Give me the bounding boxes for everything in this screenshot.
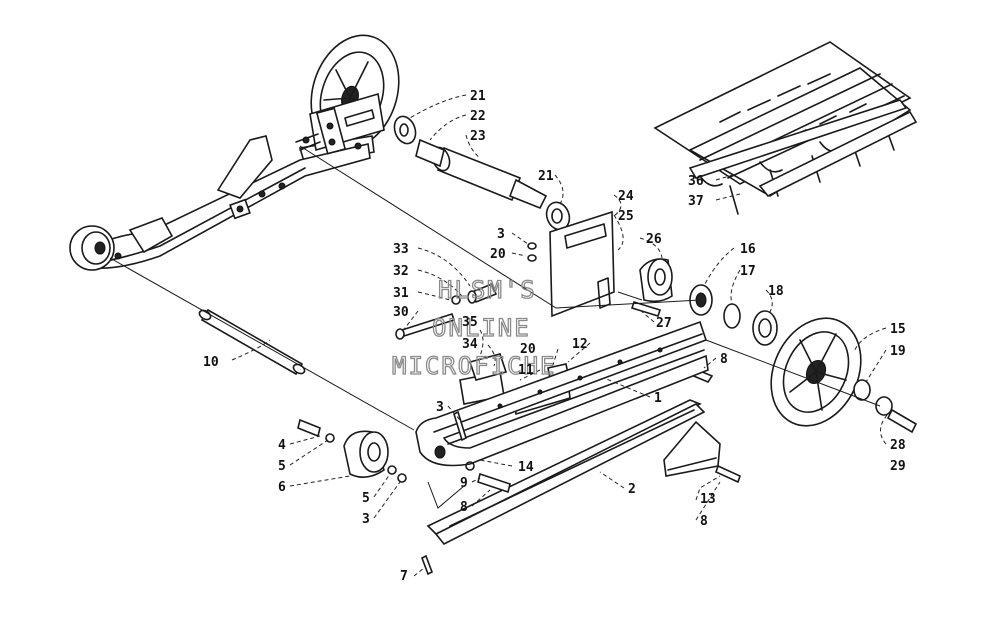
- callout-label: 19: [890, 344, 906, 359]
- callout-label: 22: [470, 109, 486, 124]
- callout-label: 27: [656, 316, 672, 331]
- callout-label: 3: [362, 512, 370, 527]
- callout-label: 15: [890, 322, 906, 337]
- callout-leaders: [231, 94, 889, 577]
- callout-label: 25: [618, 209, 634, 224]
- callout-label: 30: [393, 305, 409, 320]
- wear-strip: [426, 399, 706, 546]
- callout-label: 31: [393, 286, 409, 301]
- callout-label: 33: [393, 242, 409, 257]
- callout-label: 26: [646, 232, 662, 247]
- watermark: HLSM'S ONLINE MICROFICHE: [391, 275, 557, 380]
- callout-label: 29: [890, 459, 906, 474]
- callout-label: 24: [618, 189, 634, 204]
- callout-label: 8: [460, 500, 468, 515]
- callout-label: 5: [362, 491, 370, 506]
- callout-label: 21: [470, 89, 486, 104]
- cross-shaft: [198, 308, 306, 376]
- rail-mount-bracket: [549, 210, 673, 318]
- callout-label: 5: [278, 459, 286, 474]
- callout-label: 35: [462, 315, 478, 330]
- callout-label: 34: [462, 337, 478, 352]
- slide-rail-lower: [415, 320, 709, 467]
- idler-axle-parts: [393, 115, 571, 231]
- callout-label: 3: [497, 227, 505, 242]
- callout-label: 10: [203, 355, 219, 370]
- rear-bracket: [663, 420, 741, 484]
- callout-label: 11: [518, 363, 534, 378]
- callout-label: 18: [768, 284, 784, 299]
- callout-label: 7: [400, 569, 408, 584]
- callout-label: 21: [538, 169, 554, 184]
- callout-label: 36: [688, 174, 704, 189]
- front-idler-wheel-upper: [69, 225, 122, 271]
- callout-label: 8: [700, 514, 708, 529]
- callout-label: 1: [654, 391, 662, 406]
- callout-label: 16: [740, 242, 756, 257]
- callout-label: 12: [572, 337, 588, 352]
- bearing-spacer-set: [689, 284, 778, 346]
- front-idler-wheel-lower: [297, 418, 407, 483]
- callout-label: 32: [393, 264, 409, 279]
- callout-label: 9: [460, 476, 468, 491]
- callout-label: 13: [700, 492, 716, 507]
- callout-label: 20: [520, 342, 536, 357]
- callout-label: 28: [890, 438, 906, 453]
- assembly-lines: [109, 145, 881, 509]
- lower-bolts: [420, 410, 511, 576]
- watermark-line-2: ONLINE: [432, 314, 531, 342]
- callout-label: 3: [436, 400, 444, 415]
- watermark-line-1: HLSM'S: [438, 276, 537, 304]
- slide-rail-upper: [85, 92, 385, 270]
- callout-label: 20: [490, 247, 506, 262]
- callout-label: 4: [278, 438, 286, 453]
- watermark-line-3: MICROFICHE: [392, 352, 557, 380]
- callout-label: 17: [740, 264, 756, 279]
- callout-label: 2: [628, 482, 636, 497]
- callout-label: 37: [688, 194, 704, 209]
- callout-label: 14: [518, 460, 534, 475]
- callout-label: 23: [470, 129, 486, 144]
- rear-idler-wheel-lower: [770, 317, 918, 434]
- callout-label: 6: [278, 480, 286, 495]
- callout-labels: 21 22 23 21 24 25 26 16 17 18 15 19 28 2…: [203, 89, 906, 584]
- callout-label: 8: [720, 352, 728, 367]
- track-section: [653, 41, 918, 215]
